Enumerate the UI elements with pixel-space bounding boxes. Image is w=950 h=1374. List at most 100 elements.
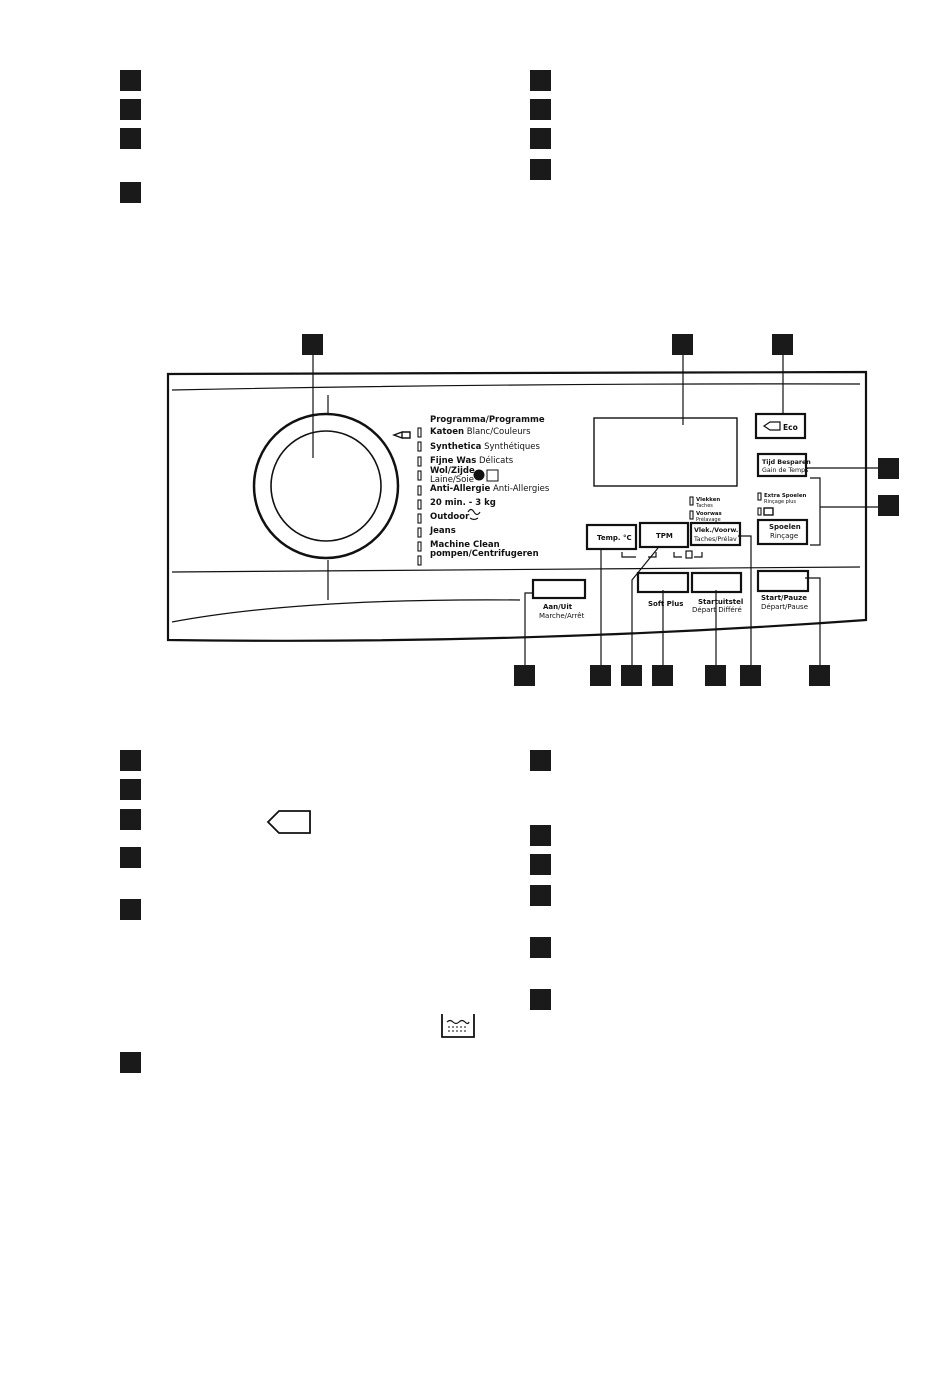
legend-marker-2 (120, 99, 141, 120)
panel-outline (166, 370, 868, 642)
stain-prewash-button[interactable] (689, 521, 742, 547)
programme-anti-allergie: Anti-Allergie Anti-Allergies (430, 484, 550, 494)
legend-marker-b8 (530, 825, 551, 846)
legend-marker-b2 (120, 779, 141, 800)
callout-line-rinse (810, 477, 878, 546)
panel-bottom-band (171, 566, 861, 573)
callout-marker-rinse (878, 495, 899, 516)
legend-marker-6 (530, 99, 551, 120)
legend-marker-b11 (530, 937, 551, 958)
callout-marker-start (809, 665, 830, 686)
callout-marker-eco (772, 334, 793, 355)
rinse-button[interactable] (756, 518, 809, 546)
programme-leds (417, 427, 422, 566)
callout-marker-temp (590, 665, 611, 686)
legend-marker-b4 (120, 847, 141, 868)
legend-marker-1 (120, 70, 141, 91)
programme-pompen: pompen/Centrifugeren (430, 549, 539, 559)
programme-jeans: Jeans (429, 526, 456, 536)
legend-marker-b1 (120, 750, 141, 771)
callout-marker-display (672, 334, 693, 355)
rinse-label: Spoelen (769, 523, 801, 531)
time-saver-label: Tijd Besparen (762, 459, 811, 466)
callout-line-tpm (631, 547, 659, 665)
callout-marker-softplus (652, 665, 673, 686)
on-off-button[interactable] (531, 578, 587, 600)
programme-dial-outer[interactable] (252, 412, 400, 560)
programme-katoen: Katoen Blanc/Couleurs (430, 427, 531, 437)
wool-mark-icon (473, 469, 485, 481)
programme-dial-inner (270, 430, 382, 542)
stain-indicator-label: Vlekken (696, 497, 720, 503)
programme-machine-clean: Machine Clean (430, 540, 500, 550)
soft-plus-button[interactable] (636, 571, 690, 594)
programme-header: Programma/Programme (430, 415, 545, 425)
callout-marker-onoff (514, 665, 535, 686)
rinse-hold-led (757, 507, 762, 516)
start-pause-label: Start/Pauze (761, 594, 807, 602)
prewash-indicator-label: Voorwas (696, 511, 722, 517)
eco-pointer-icon (762, 421, 781, 431)
outdoor-icon (467, 508, 481, 521)
eco-label: Eco (783, 423, 798, 432)
on-off-label-fr: Marche/Arrêt (539, 612, 585, 620)
spin-speed-button[interactable] (638, 521, 690, 549)
programme-wol-zijde: Wol/Zijde (430, 466, 475, 476)
stain-indicator-label-fr: Taches (695, 503, 713, 509)
callout-marker-delay (705, 665, 726, 686)
programme-synthetica: Synthetica Synthétiques (430, 441, 541, 452)
time-saver-button[interactable] (756, 452, 808, 478)
start-pause-label-fr: Départ/Pause (761, 603, 808, 611)
legend-marker-b6 (120, 1052, 141, 1073)
panel-lower-curve (171, 599, 521, 623)
programme-outdoor: Outdoor (430, 512, 470, 522)
extra-rinse-led (757, 492, 762, 501)
temperature-label: Temp. °C (597, 534, 632, 542)
programme-20min: 20 min. - 3 kg (430, 498, 496, 508)
legend-marker-b10 (530, 885, 551, 906)
rinse-hold-icon (763, 507, 774, 516)
legend-marker-b5 (120, 899, 141, 920)
legend-marker-7 (530, 128, 551, 149)
soft-plus-label: Soft Plus (648, 600, 683, 608)
callout-line-stain (738, 535, 752, 665)
delay-start-button[interactable] (690, 571, 743, 594)
time-saver-label-fr: Gain de Temps (762, 467, 808, 474)
child-lock-bracket (621, 552, 703, 558)
extra-rinse-label: Extra Spoelen (764, 493, 807, 499)
programme-pointer-icon (392, 430, 411, 440)
display-screen (593, 417, 738, 487)
legend-marker-b9 (530, 854, 551, 875)
stain-led (689, 496, 694, 506)
eco-button[interactable] (754, 412, 807, 440)
handwash-icon (486, 469, 499, 482)
callout-marker-stain (740, 665, 761, 686)
legend-marker-3 (120, 128, 141, 149)
legend-marker-b7 (530, 750, 551, 771)
legend-marker-8 (530, 159, 551, 180)
callout-marker-dial (302, 334, 323, 355)
panel-top-edge (171, 383, 861, 391)
extra-rinse-label-fr: Rinçage plus (764, 499, 796, 505)
callout-line-start (805, 577, 821, 665)
stain-prewash-label-fr: Taches/Prélav (693, 535, 737, 543)
key-lock-icon (685, 550, 693, 559)
programme-laine-soie: Laine/Soie (430, 475, 474, 485)
spin-speed-label: TPM (656, 532, 673, 540)
on-off-label: Aan/Uit (543, 603, 573, 611)
prewash-led (689, 510, 694, 520)
eco-tag-icon (266, 810, 311, 834)
programme-fijne-was: Fijne Was Délicats (430, 455, 514, 466)
rinse-hold-tub-icon (441, 1014, 475, 1038)
legend-marker-4 (120, 182, 141, 203)
stain-prewash-label: Vlek./Voorw. (694, 527, 738, 534)
delay-start-label: Startuitstel (698, 598, 743, 606)
legend-marker-5 (530, 70, 551, 91)
legend-marker-b3 (120, 809, 141, 830)
callout-marker-time-saver (878, 458, 899, 479)
start-pause-button[interactable] (756, 569, 810, 593)
delay-start-label-fr: Départ Différé (692, 606, 742, 614)
temperature-button[interactable] (585, 523, 638, 551)
legend-marker-b12 (530, 989, 551, 1010)
